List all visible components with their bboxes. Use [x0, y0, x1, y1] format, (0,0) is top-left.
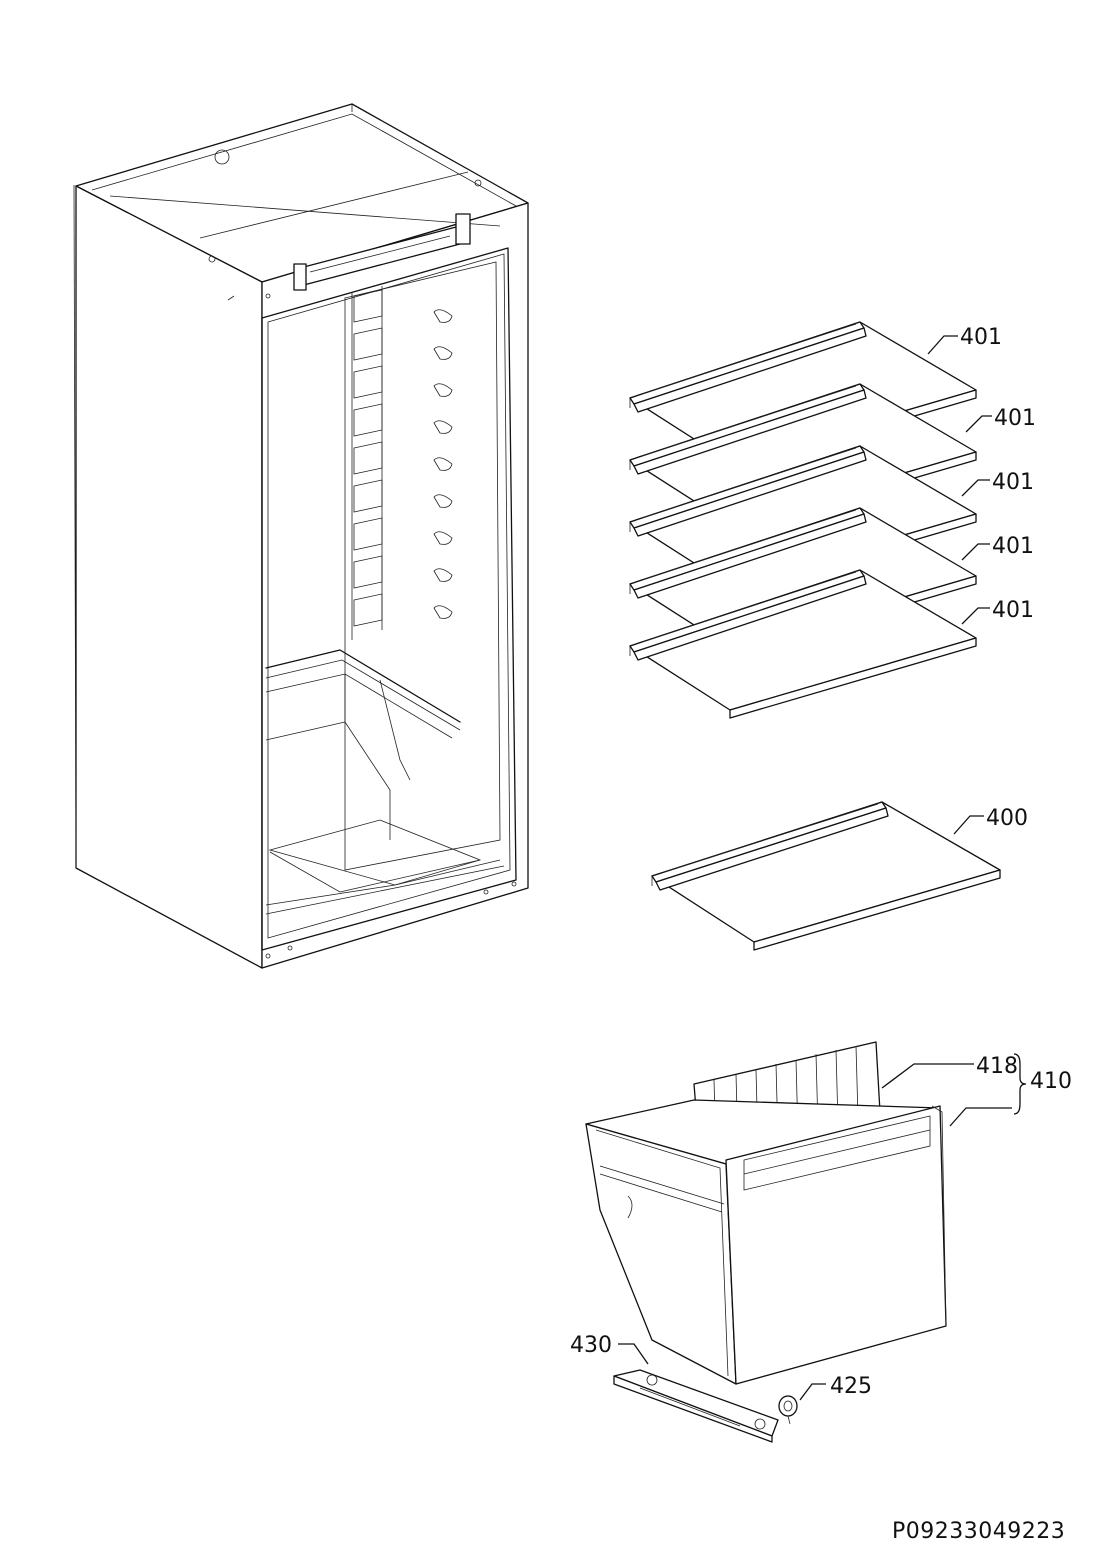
shelf-support-block [353, 365, 383, 399]
label-shelf-401-3: 401 [992, 470, 1034, 495]
shelf-rear-trim-lower [633, 451, 867, 537]
label-shelf-401-4: 401 [992, 534, 1034, 559]
glass-shelf-401 [629, 569, 977, 719]
label-rail-430: 430 [570, 1333, 612, 1358]
shelf-support-block [353, 479, 383, 513]
document-number: P09233049223 [892, 1519, 1065, 1544]
shelf-lug [433, 346, 453, 360]
shelf-rear-trim-lower [633, 575, 867, 661]
shelf-lug [433, 568, 453, 582]
shelf-rear-trim-lower [633, 327, 867, 413]
shelf-rear-trim-lower [633, 513, 867, 599]
shelf-support-block [353, 555, 383, 589]
shelf-support-block [353, 403, 383, 437]
shelf-support-block [353, 289, 383, 323]
label-crisper-front-418: 418 [976, 1054, 1018, 1079]
shelf-support-block [353, 441, 383, 475]
label-shelf-401-5: 401 [992, 598, 1034, 623]
shelf-trim-line [641, 447, 857, 519]
crisper-drawer [585, 1041, 947, 1443]
shelf-support-block [353, 327, 383, 361]
shelf-rear-trim-lower [633, 389, 867, 475]
glass-shelf-401 [629, 445, 977, 595]
shelf-front-edge [729, 637, 977, 719]
shelf-trim-line [641, 323, 857, 395]
shelf-lug [433, 605, 453, 619]
label-shelf-400: 400 [986, 806, 1028, 831]
shelf-trim-line [641, 509, 857, 581]
shelf-lug [433, 420, 453, 434]
shelf-trim-line [641, 571, 857, 643]
shelf-lug [433, 457, 453, 471]
leader-lines [618, 335, 1027, 1401]
refrigerator-cabinet [73, 103, 529, 969]
shelf-lug [433, 383, 453, 397]
label-crisper-assembly-410: 410 [1030, 1069, 1072, 1094]
shelf-support-block [353, 517, 383, 551]
shelf-lug [433, 309, 453, 323]
shelf-lug [433, 494, 453, 508]
label-shelf-401-2: 401 [994, 406, 1036, 431]
callout-labels: 401 401 401 401 401 400 418 410 430 425 … [570, 325, 1072, 1544]
glass-shelves [629, 321, 977, 719]
label-wheel-425: 425 [830, 1374, 872, 1399]
shelf-lug [433, 531, 453, 545]
label-shelf-401-1: 401 [960, 325, 1002, 350]
bottom-glass-shelf [651, 801, 1001, 951]
shelf-trim-line [641, 385, 857, 457]
shelf-support-block [353, 593, 383, 627]
